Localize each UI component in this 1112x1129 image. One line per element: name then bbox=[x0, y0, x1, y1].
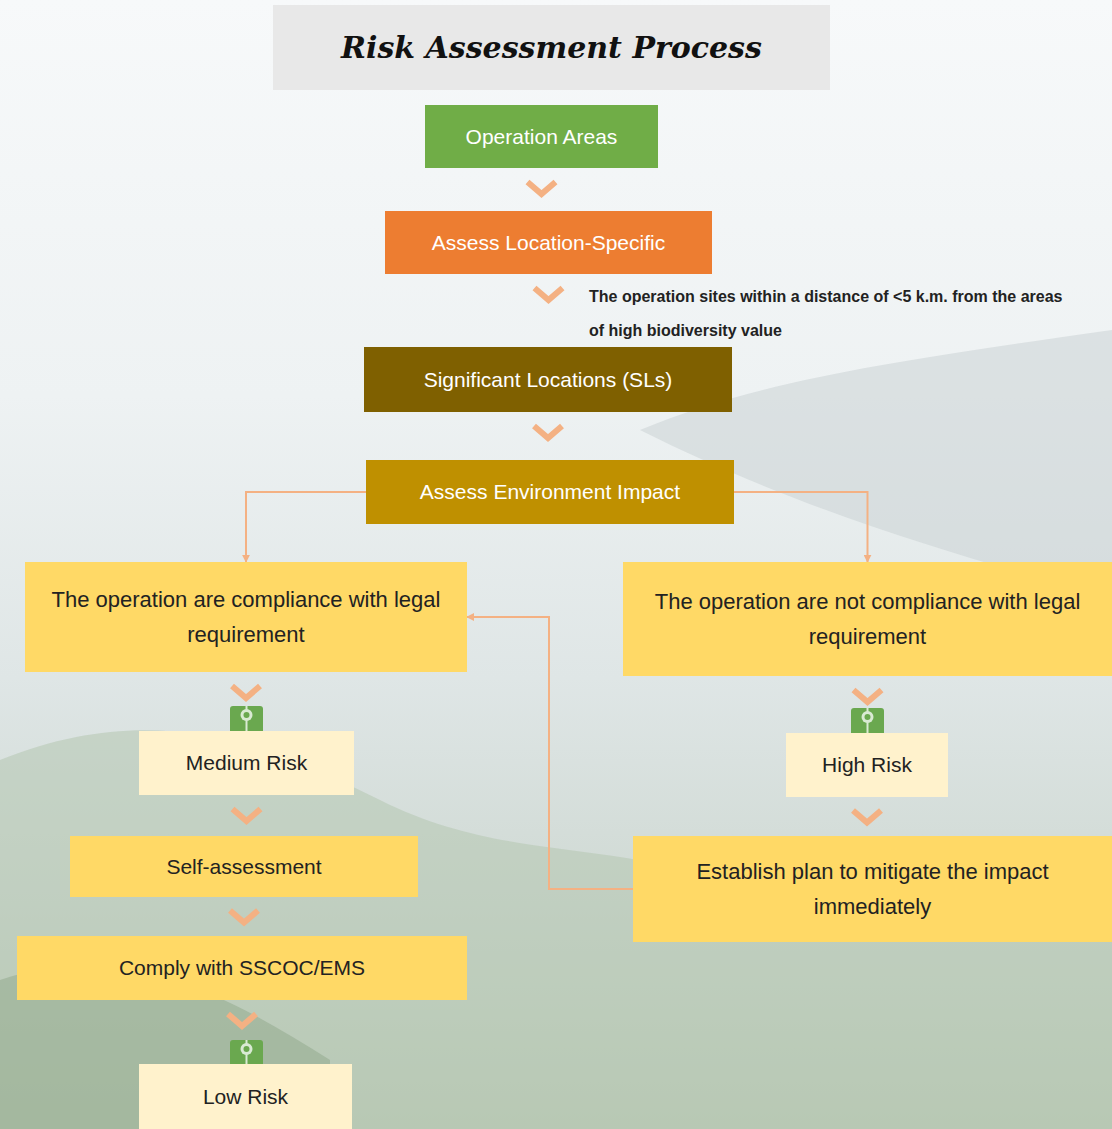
process-box: Assess Location-Specific bbox=[385, 211, 712, 274]
box-text: High Risk bbox=[822, 748, 912, 782]
chevron-arrow bbox=[535, 288, 563, 300]
box-text: Establish plan to mitigate the impact im… bbox=[645, 854, 1100, 924]
chevron-arrow bbox=[233, 809, 261, 821]
chevron-arrow bbox=[528, 182, 556, 194]
chevron-arrow bbox=[853, 811, 881, 823]
chevron-arrow bbox=[228, 1014, 256, 1026]
title-box: Risk Assessment Process bbox=[273, 5, 830, 90]
process-box: Medium Risk bbox=[139, 731, 354, 795]
box-text: Comply with SSCOC/EMS bbox=[119, 951, 365, 985]
box-text: Self-assessment bbox=[166, 850, 321, 884]
chevron-arrow bbox=[232, 686, 260, 698]
box-text: Significant Locations (SLs) bbox=[424, 363, 673, 397]
process-box: High Risk bbox=[786, 733, 948, 797]
connector-arrow bbox=[467, 617, 633, 889]
process-box: Self-assessment bbox=[70, 836, 418, 897]
process-box: Significant Locations (SLs) bbox=[364, 347, 732, 412]
process-box: The operation are not compliance with le… bbox=[623, 562, 1112, 676]
chevron-arrow bbox=[854, 690, 882, 702]
box-text: The operation are compliance with legal … bbox=[37, 582, 455, 652]
box-text: The operation are not compliance with le… bbox=[635, 584, 1100, 654]
process-box: Operation Areas bbox=[425, 105, 658, 168]
process-box: Establish plan to mitigate the impact im… bbox=[633, 836, 1112, 942]
connector-arrow bbox=[734, 492, 868, 562]
box-text: Assess Location-Specific bbox=[432, 226, 665, 260]
chevron-arrow bbox=[534, 426, 562, 438]
title: Risk Assessment Process bbox=[341, 30, 762, 65]
box-text: Operation Areas bbox=[466, 120, 618, 154]
process-box: Assess Environment Impact bbox=[366, 460, 734, 524]
process-box: Low Risk bbox=[139, 1064, 352, 1129]
chevron-arrow bbox=[230, 911, 258, 923]
note-text: The operation sites within a distance of… bbox=[589, 280, 1069, 347]
box-text: Assess Environment Impact bbox=[420, 475, 680, 509]
connector-arrow bbox=[246, 492, 366, 562]
process-box: Comply with SSCOC/EMS bbox=[17, 936, 467, 1000]
box-text: Low Risk bbox=[203, 1080, 288, 1114]
process-box: The operation are compliance with legal … bbox=[25, 562, 467, 672]
box-text: Medium Risk bbox=[186, 746, 307, 780]
